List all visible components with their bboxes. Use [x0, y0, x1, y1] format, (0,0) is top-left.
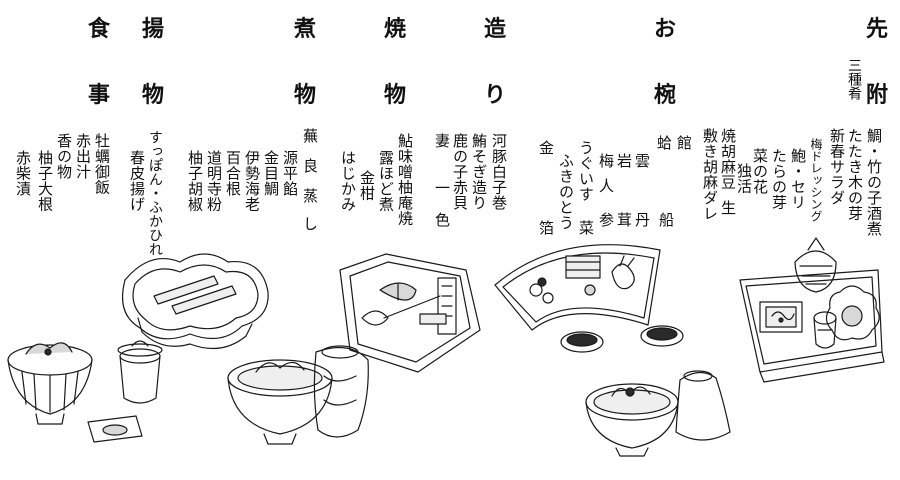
owan-item: 人	[597, 178, 615, 194]
owan-item: 参	[597, 212, 615, 228]
nimono-heading-top: 煮	[294, 16, 317, 42]
agemono-heading-top: 揚	[142, 16, 165, 42]
tsukuri-item: 色	[433, 212, 451, 228]
owan-item: 丹	[633, 212, 651, 228]
agemono-item: すっぽん・ふかひれ	[147, 130, 163, 256]
tsukuri-item: 河豚白子巻	[490, 133, 508, 211]
nimono-item: 蕪	[301, 128, 319, 144]
shokuji-illustration	[7, 340, 163, 443]
shokuji-item: 赤柴漬	[14, 150, 32, 197]
sakizuke-item: たたき木の芽	[846, 128, 864, 221]
owan-item: ふきのとう	[557, 153, 575, 231]
nimono-item: し	[301, 216, 319, 232]
owan-item: 梅	[597, 153, 615, 169]
nimono-bowl-illustration	[227, 345, 369, 445]
nimono-item: 道明寺粉	[205, 150, 223, 212]
owan-item: 船	[657, 212, 675, 228]
yakimono-item: 金柑	[358, 170, 376, 201]
tsukuri-item: 妻	[433, 133, 451, 149]
sakizuke-item: たらの芽	[770, 148, 788, 210]
shokuji-item: 赤出汁	[74, 133, 92, 180]
shokuji-item: 柚子大根	[36, 150, 54, 212]
sakizuke-note: 三種肴	[846, 58, 862, 100]
sakizuke-tray-illustration	[739, 237, 885, 383]
sakizuke-item: 敷き胡麻ダレ	[701, 128, 719, 221]
nimono-item: 源平餡	[281, 150, 299, 197]
yakimono-item: はじかみ	[339, 150, 357, 212]
tsukuri-heading-top: 造	[484, 16, 507, 42]
yakimono-heading-top: 焼	[384, 16, 407, 42]
sakizuke-heading-bottom: 附	[866, 82, 889, 108]
tsukuri-heading-bottom: り	[484, 82, 507, 108]
owan-heading-bottom: 椀	[654, 82, 677, 108]
shokuji-item: 牡蠣御飯	[93, 133, 111, 195]
owan-item: 蛤	[655, 135, 673, 151]
fan-plate-illustration	[494, 244, 684, 353]
owan-item: 岩	[615, 153, 633, 169]
owan-item: 茸	[615, 212, 633, 228]
yakimono-heading-bottom: 物	[384, 82, 407, 108]
shokuji-heading-bottom: 事	[88, 82, 111, 108]
owan-item: 箔	[537, 220, 555, 236]
agemono-plate-illustration	[121, 253, 269, 350]
sakizuke-item: 梅ドレッシング	[809, 138, 823, 222]
sakizuke-item: 生	[719, 200, 737, 216]
owan-heading-top: お	[654, 16, 677, 42]
owan-bowl-illustration	[585, 370, 731, 457]
owan-item: 金	[537, 140, 555, 156]
nimono-item: 蒸	[301, 188, 319, 204]
tsukuri-item: 一	[433, 180, 451, 196]
sakizuke-item: 焼胡麻豆	[719, 128, 737, 190]
owan-item: うぐいす	[577, 140, 595, 202]
yakimono-item: 鮎味噌柚庵焼	[396, 133, 414, 226]
tsukuri-item: 鮪そぎ造り	[470, 133, 488, 211]
yakimono-item: 露ほど煮	[377, 150, 395, 212]
nimono-item: 良	[301, 158, 319, 174]
tsukuri-item: 鹿の子赤貝	[451, 133, 469, 211]
sakizuke-item: 菜の花	[751, 148, 769, 195]
sakizuke-item: 新春サラダ	[828, 128, 846, 206]
nimono-heading-bottom: 物	[294, 82, 317, 108]
shokuji-heading-top: 食	[88, 16, 111, 42]
owan-item: 菜	[577, 220, 595, 236]
shokuji-item: 香の物	[55, 133, 73, 180]
sakizuke-heading-top: 先	[866, 16, 889, 42]
nimono-item: 百合根	[224, 150, 242, 197]
agemono-item: 春皮揚げ	[128, 150, 146, 212]
owan-item: 雲	[633, 153, 651, 169]
sakizuke-item: 鮑・セリ	[789, 148, 807, 210]
nimono-item: 柚子胡椒	[186, 150, 204, 212]
nimono-item: 伊勢海老	[243, 150, 261, 212]
owan-item: 館	[675, 135, 693, 151]
yakimono-plate-illustration	[339, 253, 481, 373]
nimono-item: 金目鯛	[262, 150, 280, 197]
sakizuke-item: 独活	[735, 163, 753, 194]
agemono-heading-bottom: 物	[142, 82, 165, 108]
sakizuke-item: 鯛・竹の子酒煮	[865, 128, 883, 237]
